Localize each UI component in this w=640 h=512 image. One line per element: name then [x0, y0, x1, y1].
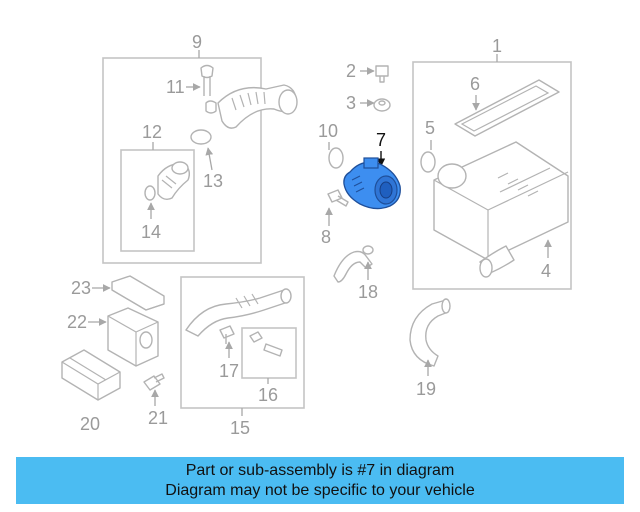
part-20-duct: 20 — [61, 349, 121, 434]
callout-3: 3 — [346, 93, 356, 113]
part-19-hose: 19 — [409, 298, 451, 399]
callout-15: 15 — [230, 418, 250, 438]
part-3-grommet: 3 — [346, 93, 391, 113]
group-box-16: 16 — [241, 327, 297, 405]
callout-12: 12 — [142, 122, 162, 142]
part-2-bolt: 2 — [346, 61, 389, 83]
callout-7: 7 — [376, 130, 386, 150]
group-box-15: 15 — [180, 276, 305, 438]
callout-8: 8 — [321, 227, 331, 247]
callout-18: 18 — [358, 282, 378, 302]
callout-23: 23 — [71, 278, 91, 298]
part-13-clamp: 13 — [190, 129, 223, 191]
callout-16: 16 — [258, 385, 278, 405]
part-21-bolt: 21 — [143, 373, 168, 428]
part-7-maf-sensor: 7 — [343, 130, 401, 210]
callout-17: 17 — [219, 361, 239, 381]
info-banner: Part or sub-assembly is #7 in diagram Di… — [16, 457, 624, 504]
callout-1: 1 — [492, 36, 502, 56]
callout-2: 2 — [346, 61, 356, 81]
part-12-connector — [157, 161, 191, 201]
banner-line-2: Diagram may not be specific to your vehi… — [165, 482, 475, 499]
callout-14: 14 — [141, 222, 161, 242]
parts-diagram: 9 12 11 13 14 2 — [61, 32, 572, 438]
callout-6: 6 — [470, 74, 480, 94]
part-23-cover: 23 — [71, 275, 165, 311]
part-11-clamp: 11 — [166, 64, 214, 97]
callout-5: 5 — [425, 118, 435, 138]
callout-11: 11 — [166, 77, 185, 97]
callout-4: 4 — [541, 261, 551, 281]
part-10-oring: 10 — [318, 121, 344, 169]
part-9-intake-duct — [205, 84, 298, 129]
part-17-bolt: 17 — [219, 325, 239, 381]
banner-line-1: Part or sub-assembly is #7 in diagram — [185, 462, 455, 479]
callout-19: 19 — [416, 379, 436, 399]
group-box-12: 12 — [120, 122, 195, 252]
callout-21: 21 — [148, 408, 168, 428]
callout-9: 9 — [192, 32, 202, 52]
callout-22: 22 — [67, 312, 87, 332]
part-4-airbox: 4 — [433, 141, 569, 281]
part-8-bolt: 8 — [321, 189, 349, 247]
callout-13: 13 — [203, 171, 223, 191]
group-box-1: 1 — [412, 36, 572, 290]
part-5-ring: 5 — [420, 118, 436, 173]
callout-20: 20 — [80, 414, 100, 434]
part-14-oring: 14 — [141, 185, 161, 242]
part-18-hose: 18 — [333, 245, 378, 302]
part-22-housing: 22 — [67, 307, 159, 367]
part-6-filter: 6 — [454, 74, 560, 137]
callout-10: 10 — [318, 121, 338, 141]
group-box-9: 9 — [102, 32, 262, 264]
